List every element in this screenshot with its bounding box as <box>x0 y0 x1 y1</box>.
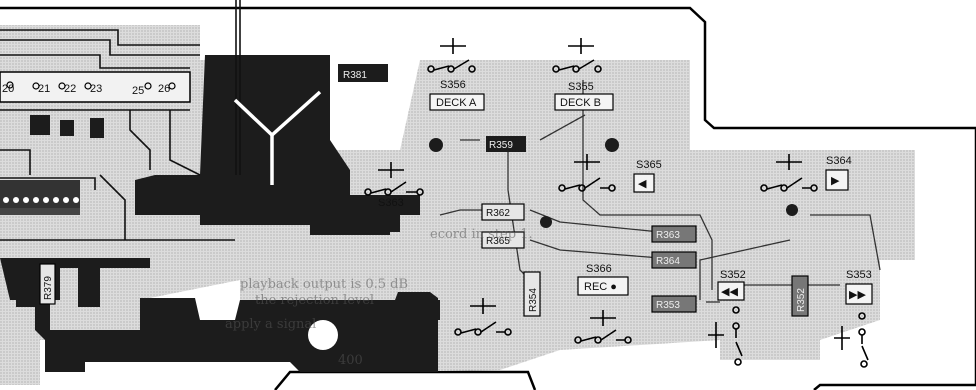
svg-text:R364: R364 <box>656 256 680 267</box>
svg-text:R352: R352 <box>796 288 807 312</box>
connector-pin-21: 21 <box>38 83 50 95</box>
switch-s355: S355 DECK B <box>552 38 619 152</box>
svg-text:playback output is 0.5 dB: playback output is 0.5 dB <box>240 277 408 292</box>
switch-s365-id: S365 <box>636 159 662 171</box>
resistor-r352: R352 <box>791 275 809 317</box>
switch-s366-label: REC ● <box>584 281 617 293</box>
switch-s363: S363 <box>364 162 424 232</box>
connector-pin-20: 20 <box>2 83 14 95</box>
resistor-r364: R364 <box>651 251 697 269</box>
resistor-r379: R379 <box>39 263 56 305</box>
svg-text:400: 400 <box>338 353 363 368</box>
switch-s355-label: DECK B <box>560 97 601 109</box>
svg-text:R363: R363 <box>656 230 680 241</box>
resistor-r362: R362 <box>481 203 525 221</box>
resistor-r381: R381 <box>338 64 388 82</box>
svg-text:R359: R359 <box>489 140 513 151</box>
signal-traces <box>439 80 881 303</box>
svg-text:R365: R365 <box>486 236 510 247</box>
svg-text:R354: R354 <box>528 288 539 312</box>
svg-text:R379: R379 <box>43 276 54 300</box>
switch-s365: S365 ◀ <box>558 154 662 193</box>
switch-s366: S366 REC ● <box>574 263 632 344</box>
switch-s365-symbol: ◀ <box>638 178 647 190</box>
connector-strip: 20 21 22 23 25 26 <box>0 71 191 103</box>
svg-text:the rejection level: the rejection level <box>255 293 374 308</box>
copper-pour-dark <box>0 55 438 372</box>
resistor-r363: R363 <box>651 225 697 243</box>
svg-text:R362: R362 <box>486 208 510 219</box>
switch-s366-id: S366 <box>586 263 612 275</box>
switch-s352-id: S352 <box>720 269 746 281</box>
switch-s356: S356 DECK A <box>427 38 485 152</box>
resistor-r359: R359 <box>486 136 526 152</box>
svg-text:apply a signal: apply a signal <box>225 317 316 332</box>
connector-pin-25: 25 <box>132 85 144 97</box>
svg-text:R353: R353 <box>656 300 680 311</box>
switch-s364: S364 ▶ <box>760 154 852 216</box>
connector-pin-23: 23 <box>90 83 102 95</box>
switch-s352-symbol: ◀◀ <box>721 286 738 298</box>
switch-s356-id: S356 <box>440 79 466 91</box>
switch-s363-id: S363 <box>378 197 404 209</box>
switch-s356-label: DECK A <box>436 97 477 109</box>
switch-s353: S353 ▶▶ <box>834 269 873 368</box>
svg-text:R381: R381 <box>343 70 367 81</box>
switch-s355-id: S355 <box>568 81 594 93</box>
switch-bottom-left <box>420 298 512 336</box>
switch-s364-id: S364 <box>826 155 852 167</box>
resistor-r354: R354 <box>523 271 541 317</box>
bleed-through-text: ecord in step 1. playback output is 0.5 … <box>225 227 533 368</box>
resistor-r353: R353 <box>651 295 697 313</box>
switch-s353-symbol: ▶▶ <box>849 289 866 301</box>
pin-header <box>0 180 80 208</box>
y-junction-trace <box>233 90 322 185</box>
switch-s353-id: S353 <box>846 269 872 281</box>
svg-text:ecord in step 1.: ecord in step 1. <box>430 227 533 242</box>
resistor-r365: R365 <box>481 231 525 249</box>
switch-s352: S352 ◀◀ <box>708 269 746 366</box>
switch-s364-symbol: ▶ <box>831 175 840 187</box>
via-pad <box>540 216 552 228</box>
connector-pin-26: 26 <box>158 83 170 95</box>
connector-pin-22: 22 <box>64 83 76 95</box>
